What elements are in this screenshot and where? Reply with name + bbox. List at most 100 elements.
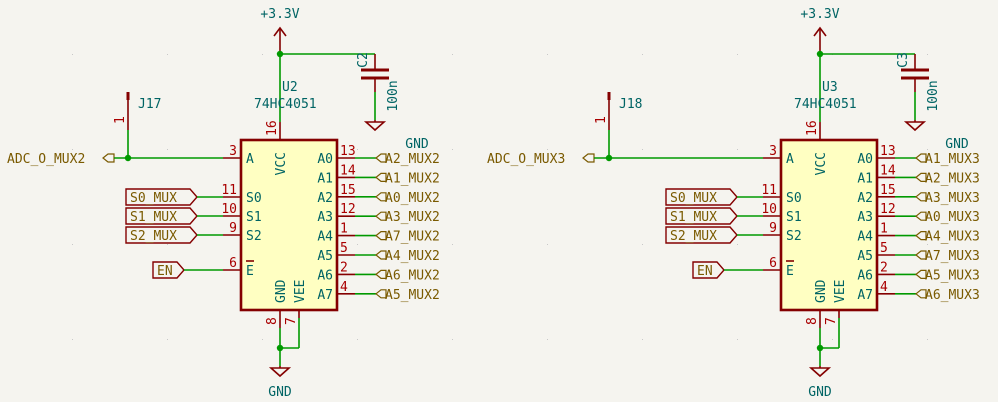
pin-name-a3: A3 [317, 210, 333, 225]
pin-number: 6 [769, 256, 777, 271]
jumper-ref: J18 [619, 97, 642, 112]
capacitor-icon [901, 68, 929, 80]
ground-icon [808, 367, 832, 378]
cap-value: 100n [926, 80, 941, 111]
junction-dot [816, 50, 824, 58]
select-label-shape [125, 207, 198, 225]
pin-name-vcc: VCC [274, 152, 289, 175]
pin-number: 3 [229, 144, 237, 159]
input-port-icon [375, 192, 387, 202]
ground-icon [268, 367, 292, 378]
grid-dot [72, 149, 73, 150]
pin-number-vcc: 16 [265, 120, 280, 136]
select-label-s0: S0_MUX [670, 191, 717, 206]
ground-icon [363, 121, 387, 132]
grid-dot [832, 339, 833, 340]
channel-label-a7: A5_MUX2 [385, 288, 440, 303]
adc-global-label: ADC_O_MUX3 [487, 152, 565, 167]
grid-dot [927, 244, 928, 245]
pin-name-a0: A0 [857, 152, 873, 167]
select-label-s2: S2_MUX [130, 229, 177, 244]
pin-name-a4: A4 [857, 230, 873, 245]
pin-name-vee: VEE [293, 280, 308, 303]
input-port-icon [915, 172, 927, 182]
select-label-shape [665, 188, 738, 206]
pin-name-a1: A1 [857, 171, 873, 186]
pin-name-vcc: VCC [814, 152, 829, 175]
grid-dot [737, 244, 738, 245]
grid-dot [737, 339, 738, 340]
junction-dot [276, 344, 284, 352]
pin-number-vee: 7 [824, 317, 839, 325]
input-port-icon [915, 153, 927, 163]
pin-number: 6 [229, 256, 237, 271]
pin-name-gnd: GND [274, 279, 289, 303]
input-port-icon [102, 153, 115, 163]
pin-number: 5 [340, 241, 348, 256]
pin-number: 11 [761, 183, 777, 198]
pin-name-s0: S0 [246, 191, 262, 206]
pin-number-vcc: 16 [805, 120, 820, 136]
power-arrow-head [813, 26, 827, 37]
input-port-icon [582, 153, 595, 163]
grid-dot [357, 244, 358, 245]
pin-name-s0: S0 [786, 191, 802, 206]
grid-dot [262, 54, 263, 55]
pin-number: 14 [340, 163, 356, 178]
pin-name-gnd: GND [814, 279, 829, 303]
select-label-s1: S1_MUX [130, 210, 177, 225]
channel-label-a6: A5_MUX3 [925, 268, 980, 283]
pin-number: 9 [229, 221, 237, 236]
grid-dot [642, 244, 643, 245]
grid-dot [927, 54, 928, 55]
adc-global-label: ADC_O_MUX2 [7, 152, 85, 167]
select-label-shape [125, 188, 198, 206]
power-label-3v3: +3.3V [260, 7, 299, 22]
grid-dot [167, 244, 168, 245]
mux-unit-u3: +3.3V16C3100nGNDU374HC40511J18ADC_O_MUX3… [487, 7, 980, 400]
grid-dot [547, 339, 548, 340]
pin-name-e: E [786, 264, 794, 279]
input-port-icon [375, 153, 387, 163]
pin-name-a2: A2 [317, 191, 333, 206]
pin-number-gnd: 8 [265, 317, 280, 325]
pin-number: 15 [880, 183, 896, 198]
pin-name-s2: S2 [786, 229, 802, 244]
bottom-gnd-label: GND [808, 385, 832, 400]
pin-name-a5: A5 [317, 249, 333, 264]
select-label-shape [665, 226, 738, 244]
ic-body [779, 138, 879, 312]
pin-name-a6: A6 [317, 268, 333, 283]
component-value: 74HC4051 [254, 97, 317, 112]
pin-name-vee: VEE [833, 280, 848, 303]
en-label-shape [692, 261, 725, 279]
grid-dot [642, 339, 643, 340]
en-label: EN [157, 264, 173, 279]
pin-number: 13 [340, 144, 356, 159]
pin-name-a5: A5 [857, 249, 873, 264]
channel-label-a4: A4_MUX3 [925, 230, 980, 245]
grid-dot [927, 339, 928, 340]
input-port-icon [915, 250, 927, 260]
pin-name-a: A [246, 152, 254, 167]
channel-label-a1: A2_MUX3 [925, 171, 980, 186]
grid-dot [452, 244, 453, 245]
input-port-icon [375, 231, 387, 241]
component-ref: U2 [282, 80, 298, 95]
channel-label-a2: A0_MUX2 [385, 191, 440, 206]
input-port-icon [375, 289, 387, 299]
grid-dot [72, 54, 73, 55]
pin-number: 11 [221, 183, 237, 198]
grid-dot [642, 54, 643, 55]
junction-dot [276, 50, 284, 58]
ic-body [239, 138, 339, 312]
cap-gnd-label: GND [945, 137, 969, 152]
pin-number: 12 [340, 202, 356, 217]
channel-label-a4: A7_MUX2 [385, 230, 440, 245]
pin-number: 2 [340, 260, 348, 275]
input-port-icon [375, 172, 387, 182]
grid-dot [642, 149, 643, 150]
pin-name-e: E [246, 264, 254, 279]
grid-dot [452, 149, 453, 150]
